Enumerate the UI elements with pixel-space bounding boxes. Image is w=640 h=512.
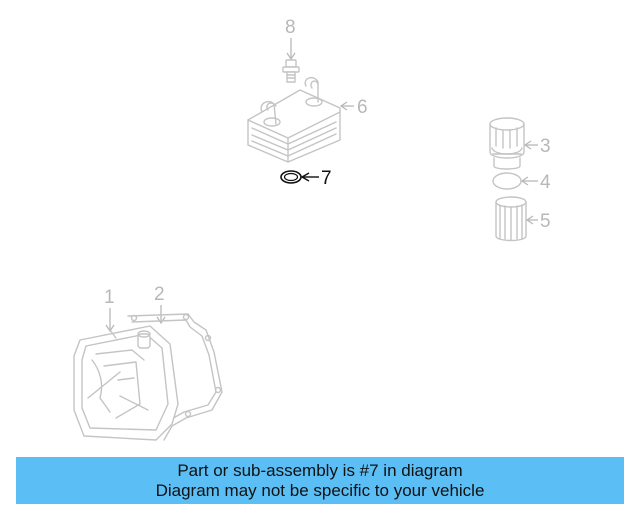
- info-banner: Part or sub-assembly is #7 in diagram Di…: [16, 457, 624, 504]
- callout-1: 1: [104, 287, 115, 308]
- callout-8: 8: [285, 17, 296, 38]
- banner-line-1: Part or sub-assembly is #7 in diagram: [177, 460, 463, 480]
- callout-6: 6: [357, 97, 368, 118]
- callout-4: 4: [540, 172, 551, 193]
- part-5-filter-element[interactable]: 5: [495, 196, 551, 242]
- part-6-oil-cooler[interactable]: 6: [247, 76, 368, 163]
- callout-5: 5: [540, 211, 551, 232]
- part-3-filter-cap[interactable]: 3: [489, 117, 551, 170]
- part-2-gasket[interactable]: 2: [127, 284, 223, 441]
- part-8-bolt[interactable]: 8: [282, 17, 300, 83]
- callout-3: 3: [540, 136, 551, 157]
- callout-7: 7: [321, 168, 332, 189]
- part-4-o-ring[interactable]: 4: [492, 172, 551, 193]
- banner-line-2: Diagram may not be specific to your vehi…: [155, 480, 485, 500]
- part-7-seal[interactable]: 7: [280, 168, 332, 189]
- callout-2: 2: [154, 284, 165, 305]
- part-1-oil-pan[interactable]: 1: [73, 287, 179, 441]
